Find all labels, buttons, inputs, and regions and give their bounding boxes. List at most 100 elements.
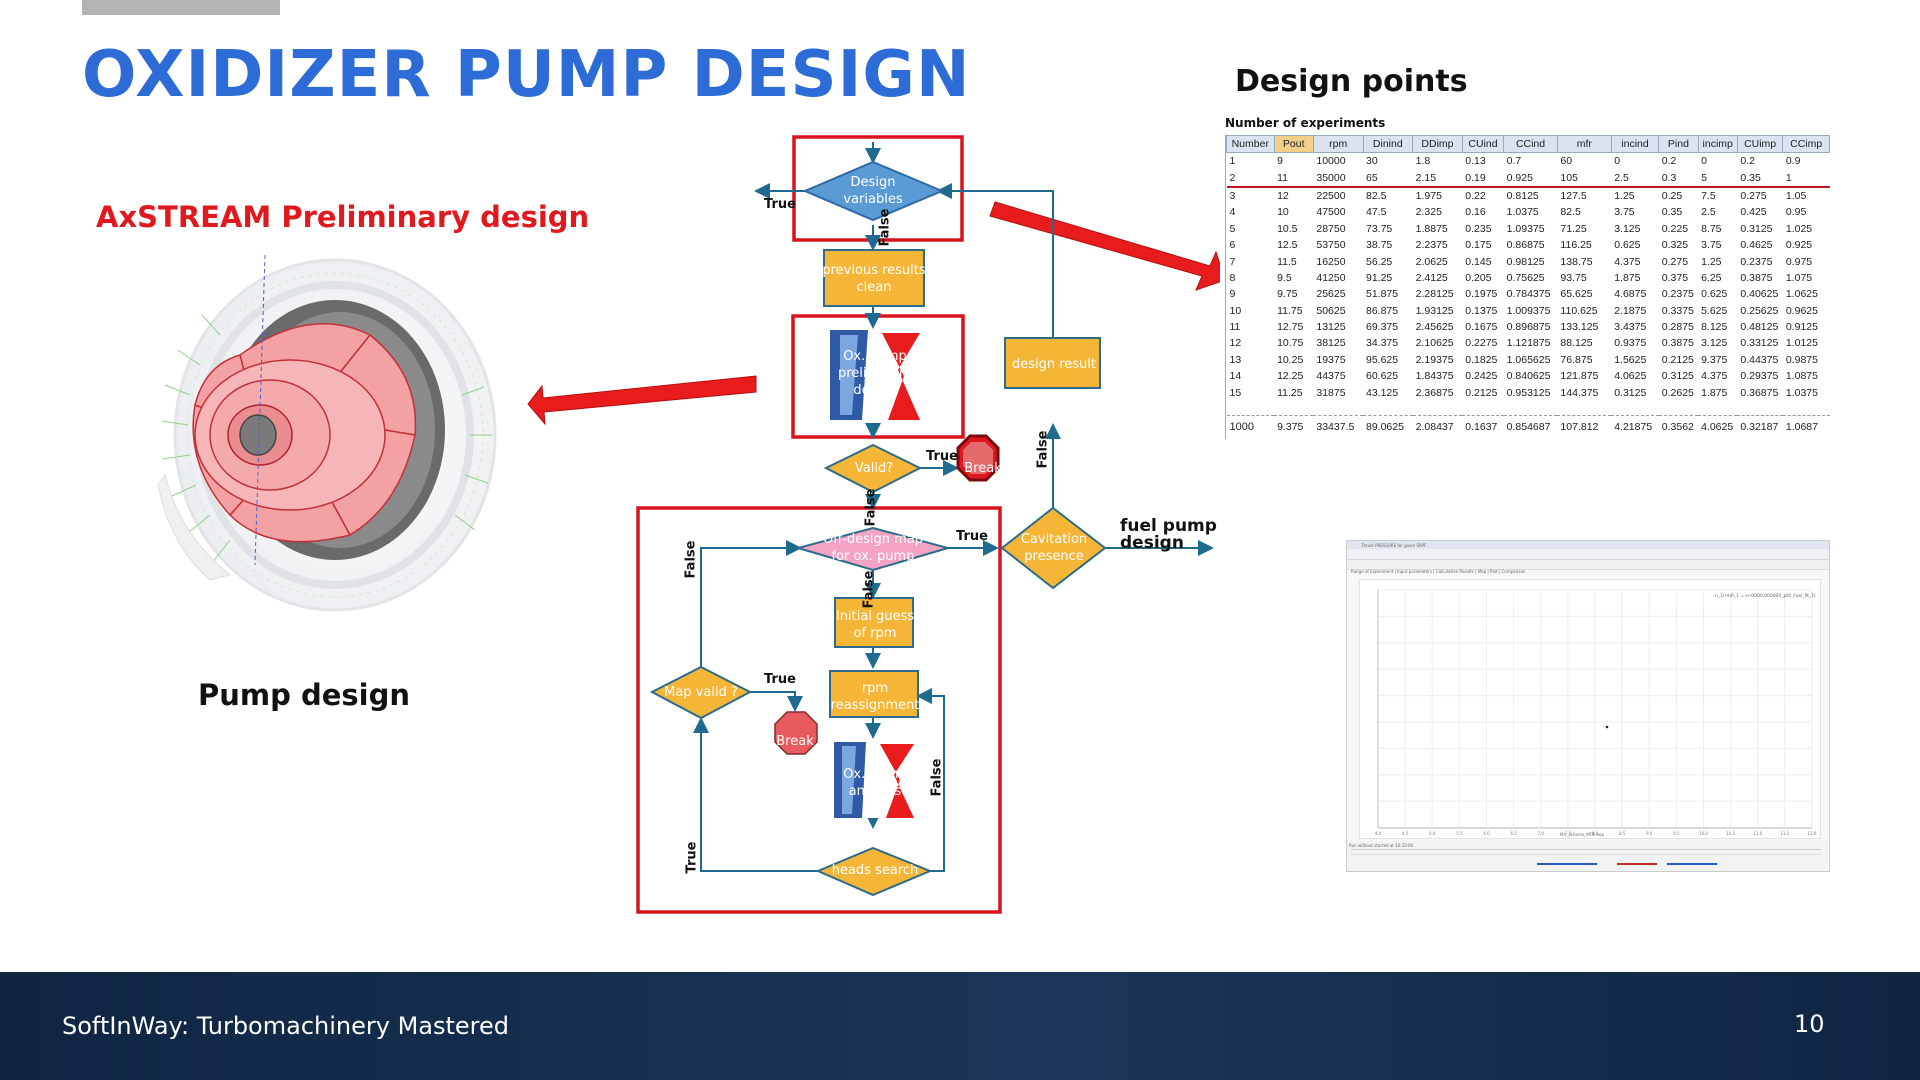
slide-footer: [0, 972, 1920, 1080]
node-break-top: Break: [964, 461, 1002, 476]
node-map-valid: Map valid ?: [664, 685, 738, 700]
chart-window: Thrust PRESSURE for given SRPF Range of …: [1346, 540, 1830, 872]
table-cell: 51.875: [1366, 288, 1399, 301]
table-cell: 12.75: [1277, 321, 1304, 334]
table-cell: 0.205: [1465, 271, 1492, 284]
table-cell: 9.375: [1701, 353, 1728, 366]
table-cell: 69.375: [1366, 321, 1399, 334]
experiments-label: Number of experiments: [1225, 116, 1386, 130]
table-cell: 1: [1782, 169, 1830, 188]
chart-window-tabs[interactable]: Range of Experiment | Input parameters |…: [1347, 560, 1829, 574]
table-cell: 7: [1229, 255, 1236, 268]
table-cell: 47.5: [1366, 206, 1387, 219]
table-header-cell[interactable]: Number: [1226, 135, 1275, 153]
table-cell: 0.4625: [1740, 239, 1773, 252]
table-cell: 19375: [1316, 353, 1346, 366]
table-cell: 0.975: [1785, 255, 1813, 268]
label-fuel-pump-design: fuel pump design: [1120, 516, 1217, 553]
table-header-cell[interactable]: incind: [1610, 135, 1660, 153]
table-header-cell[interactable]: CCind: [1503, 135, 1558, 153]
table-header-cell[interactable]: mfr: [1556, 135, 1612, 153]
chart-x-label: Mrr_scheme_MFO nop: [1560, 832, 1604, 837]
table-cell: 0.19: [1462, 169, 1504, 188]
table-cell: 0.86875: [1506, 239, 1545, 252]
table-header-cell[interactable]: CUimp: [1736, 135, 1784, 153]
table-header-cell[interactable]: CUind: [1461, 135, 1505, 153]
table-cell: 15: [1229, 386, 1242, 399]
axstream-title: AxSTREAM Preliminary design: [96, 200, 590, 234]
table-cell: 38.75: [1366, 239, 1393, 252]
table-header-cell[interactable]: CCimp: [1782, 135, 1830, 153]
table-cell: 3.75: [1701, 239, 1722, 252]
table-header-cell[interactable]: Pout: [1273, 135, 1314, 153]
node-ox-pump-analysis: Ox. pump analysis: [843, 767, 907, 799]
chart-legend: n_1(rmR_1 =+/-0000.000000_pt0_Fuel_M_1): [1715, 594, 1816, 599]
table-cell: 0.40625: [1740, 288, 1779, 301]
table-cell: 0.3125: [1661, 370, 1694, 383]
table-cell: 127.5: [1560, 189, 1587, 202]
table-cell: 38125: [1316, 337, 1346, 350]
table-cell: 93.75: [1560, 271, 1587, 284]
table-header-cell[interactable]: Dinind: [1362, 135, 1414, 153]
table-cell: 60.625: [1366, 370, 1399, 383]
table-cell: 0.3125: [1614, 386, 1647, 399]
table-cell: 1.875: [1701, 386, 1728, 399]
table-header-cell[interactable]: rpm: [1312, 135, 1364, 153]
table-cell: 35000: [1313, 169, 1363, 188]
table-cell: 4.6875: [1614, 288, 1647, 301]
table-cell: 0.1825: [1465, 353, 1498, 366]
table-header-cell[interactable]: incimp: [1697, 135, 1738, 153]
table-cell: 89.0625: [1366, 420, 1404, 433]
table-cell: 1.93125: [1415, 304, 1454, 317]
table-cell: 1.075: [1785, 271, 1813, 284]
chart-xtick-label: 11.5: [1780, 831, 1789, 836]
table-cell: 0.9125: [1785, 321, 1818, 334]
table-cell: 0.2275: [1465, 337, 1498, 350]
chart-window-toolbar[interactable]: [1347, 549, 1829, 560]
table-cell: 1.025: [1785, 222, 1813, 235]
table-cell: 0.22: [1465, 189, 1486, 202]
table-cell: 0.2: [1661, 155, 1677, 168]
table-header-cell[interactable]: DDimp: [1412, 135, 1463, 153]
chart-xtick-label: 4.0: [1375, 831, 1382, 836]
table-cell: 2.45625: [1415, 321, 1454, 334]
table-cell: 0.36875: [1740, 386, 1779, 399]
table-cell: 0.44375: [1740, 353, 1779, 366]
table-gap-row: [1226, 400, 1830, 416]
table-cell: 2.4125: [1415, 271, 1448, 284]
node-heads-search: heads search: [831, 863, 919, 878]
table-header-cell[interactable]: Pind: [1658, 135, 1699, 153]
table-cell: 133.125: [1560, 321, 1599, 334]
table-cell: 91.25: [1366, 271, 1393, 284]
table-cell: 0.29375: [1740, 370, 1779, 383]
table-gap-cell: [1782, 400, 1830, 416]
table-cell: 0.3562: [1661, 420, 1694, 433]
table-cell: 10.75: [1277, 337, 1304, 350]
table-cell: 2.5: [1611, 169, 1659, 188]
chart-xtick-label: 6.5: [1510, 831, 1517, 836]
table-cell: 4.375: [1614, 255, 1641, 268]
table-cell: 65.625: [1560, 288, 1593, 301]
table-cell: 10.5: [1277, 222, 1298, 235]
table-cell: 82.5: [1366, 189, 1387, 202]
table-gap-cell: [1611, 400, 1659, 416]
